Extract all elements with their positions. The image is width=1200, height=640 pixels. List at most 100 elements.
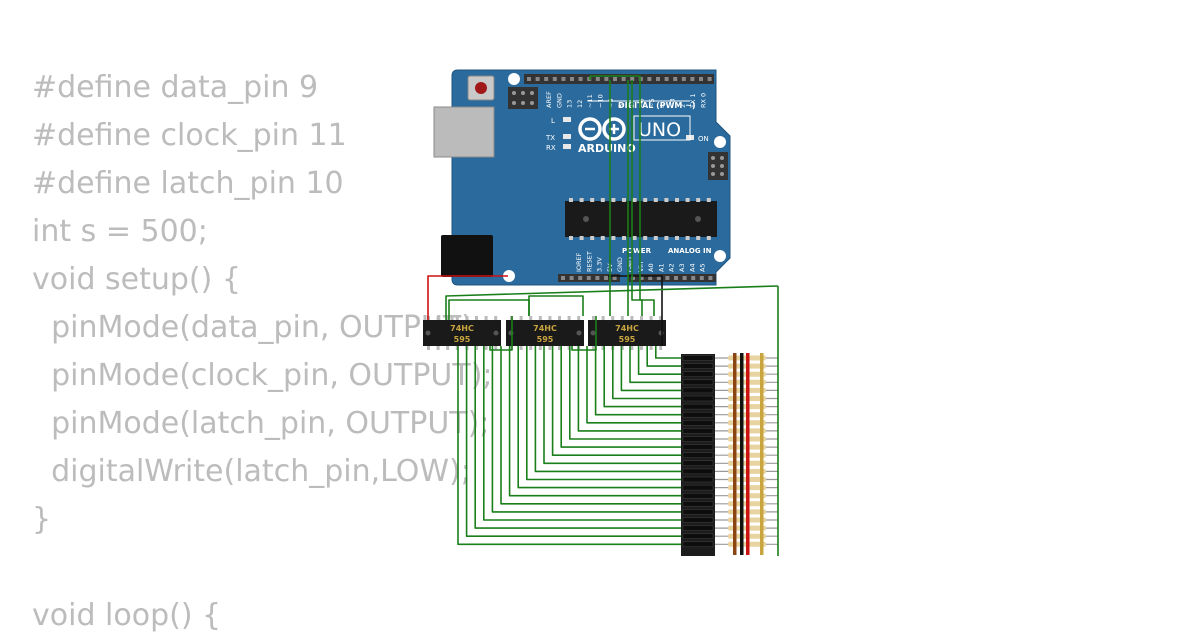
cascade-wire xyxy=(528,295,584,316)
analog-header-label: ANALOG IN xyxy=(668,247,712,255)
pin-label: 13 xyxy=(566,100,574,108)
serial-out-wire xyxy=(571,316,597,351)
pin-label: ~5 xyxy=(648,98,656,108)
led-output-wire xyxy=(629,346,681,384)
dc-power-jack xyxy=(441,235,493,277)
ground-rail-link xyxy=(445,285,779,320)
led-output-wire xyxy=(534,346,681,473)
pin-label: IOREF xyxy=(575,252,583,272)
pin-label: A0 xyxy=(647,263,655,272)
pin-label: A5 xyxy=(699,263,707,272)
led-output-wire xyxy=(543,346,681,465)
led-output-wire xyxy=(517,346,681,489)
led-output-wire xyxy=(474,346,681,529)
led-segment xyxy=(682,525,714,531)
resistor-band xyxy=(740,353,744,555)
code-line: } xyxy=(32,502,52,537)
led-output-wire xyxy=(508,346,681,497)
led-segment xyxy=(682,387,714,394)
pin-label: AREF xyxy=(545,91,553,108)
code-line: digitalWrite(latch_pin,LOW); xyxy=(32,454,471,489)
ground-wire xyxy=(608,275,663,346)
control-wire xyxy=(589,75,655,316)
pin-label: RX 0 xyxy=(700,93,708,108)
on-led-label: ON xyxy=(698,135,709,143)
pin-label: 2 xyxy=(679,104,687,108)
code-line: void setup() { xyxy=(32,262,241,297)
led-output-wire xyxy=(560,346,681,448)
board-brand: ARDUINO xyxy=(578,142,636,155)
resistor-band xyxy=(733,353,737,555)
pin-label: A4 xyxy=(688,263,696,272)
chip-label-line2: 595 xyxy=(619,335,636,344)
model-label-frame xyxy=(633,115,691,141)
led-segment xyxy=(682,371,714,377)
code-line: #define latch_pin 10 xyxy=(32,166,344,201)
led-segment xyxy=(682,533,714,539)
board-model: UNO xyxy=(638,119,681,141)
led-segment xyxy=(682,436,714,442)
reset-button[interactable] xyxy=(467,75,495,101)
mounting-hole xyxy=(714,250,726,262)
cascade-wire xyxy=(448,299,530,320)
tx-led-label: TX xyxy=(545,134,555,142)
led-output-wire xyxy=(457,346,681,546)
led-segment xyxy=(682,468,714,475)
led-output-wire xyxy=(465,346,681,538)
code-line: pinMode(latch_pin, OUTPUT); xyxy=(32,406,490,441)
led-output-wire xyxy=(577,346,681,432)
code-line: pinMode(clock_pin, OUTPUT); xyxy=(32,358,493,393)
led-output-wire xyxy=(525,346,681,481)
microcontroller-chip xyxy=(565,198,717,240)
code-line: #define data_pin 9 xyxy=(32,70,319,105)
led-segment xyxy=(682,517,714,523)
led-segment xyxy=(682,411,714,418)
led-segment xyxy=(682,509,714,515)
led-output-wire xyxy=(491,346,681,513)
led-segment xyxy=(682,403,714,410)
led-segment xyxy=(682,452,714,458)
pin-label: GND xyxy=(627,257,635,272)
pin-label: ~6 xyxy=(638,98,646,108)
pin-label: A2 xyxy=(668,263,676,272)
chip-label-line1: 74HC xyxy=(533,324,557,333)
code-listing: #define data_pin 9#define clock_pin 11#d… xyxy=(32,64,493,640)
led-output-wire xyxy=(482,346,681,521)
shift-register-74hc595[interactable]: 74HC 595 xyxy=(423,316,501,350)
led-segment xyxy=(682,444,714,450)
pin-label: 8 xyxy=(617,104,625,108)
code-line: void loop() { xyxy=(32,598,222,633)
pin-label: 4 xyxy=(658,104,666,108)
led-output-wire xyxy=(500,346,681,505)
pin-label: A1 xyxy=(657,263,665,272)
led-segment xyxy=(682,460,714,467)
power-analog-header xyxy=(558,274,716,282)
pin-label: GND xyxy=(555,93,563,108)
led-segment xyxy=(682,428,714,434)
power-header-label: POWER xyxy=(622,247,652,255)
chip-label-line2: 595 xyxy=(454,335,471,344)
led-output-wire xyxy=(646,346,681,367)
pin-label: 12 xyxy=(576,100,584,108)
led-segment xyxy=(682,420,714,426)
led-segment xyxy=(682,363,714,369)
led-output-wire xyxy=(568,346,681,440)
led-segment xyxy=(682,395,714,402)
led-output-wire xyxy=(603,346,681,408)
led-segment xyxy=(682,492,714,499)
chip-label-line1: 74HC xyxy=(450,324,474,333)
led-bar-graph xyxy=(681,354,715,556)
mounting-hole xyxy=(508,73,520,85)
led-output-wire xyxy=(586,346,681,424)
mounting-hole xyxy=(503,270,515,282)
icsp-header xyxy=(508,87,538,109)
mounting-hole xyxy=(714,136,726,148)
pin-label: A3 xyxy=(678,263,686,272)
pin-label: RESET xyxy=(585,251,593,272)
led-output-wire xyxy=(594,346,681,416)
